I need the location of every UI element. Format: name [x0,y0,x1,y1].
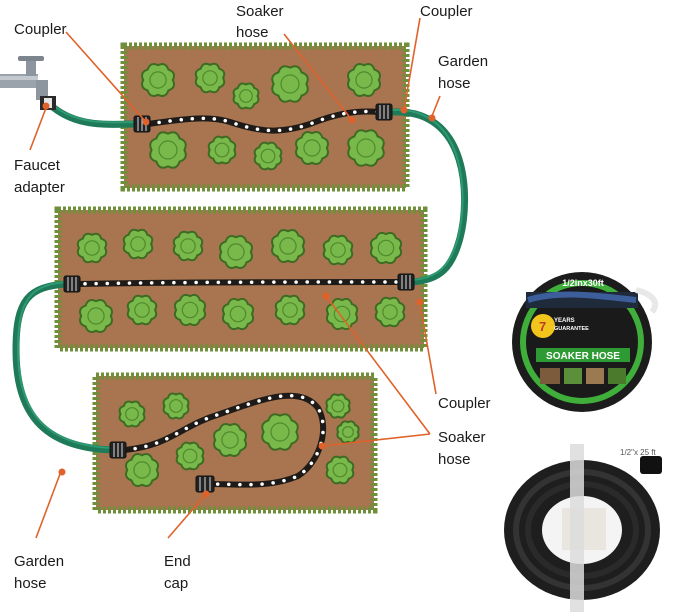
reel-size-label: 1/2inx30ft [562,278,604,288]
plant [126,294,158,326]
label-coupler-right: Coupler [438,395,491,412]
label-end-cap: End cap [164,553,195,592]
label-coupler-top-right: Coupler [420,3,473,20]
plant [322,234,354,266]
product-coil-photo: 1/2"x 25 ft [504,444,662,612]
plant [347,129,385,167]
plant [118,400,146,428]
coupler-bottom-left [109,441,127,459]
plant [271,229,305,263]
plant [253,141,283,171]
plant [271,65,309,103]
plant [141,63,175,97]
soaker-hose [71,108,409,488]
coupler-middle-right [397,273,415,291]
plant [347,63,381,97]
plant [219,235,253,269]
plant [369,231,403,265]
plant [213,423,247,457]
plant [79,299,113,333]
plant [173,293,207,327]
plant [232,82,260,110]
plant [175,441,205,471]
plant [149,131,187,169]
plant [295,131,329,165]
plant [221,297,255,331]
coupler-top-right [375,103,393,121]
label-garden-hose-bottom: Garden hose [14,553,68,592]
plant [374,296,406,328]
coupler-middle-left [63,275,81,293]
plant [194,62,226,94]
plant [207,135,237,165]
product-reel-photo: 1/2inx30ft 7 YEARS GUARANTEE SOAKER HOSE [512,272,659,412]
label-soaker-hose-top: Soaker hose [236,3,288,41]
garden-hose [12,104,469,454]
pointers [29,17,441,539]
plant [122,228,154,260]
plant [76,232,108,264]
label-garden-hose-right: Garden hose [438,53,492,92]
plant [336,420,360,444]
plant [125,453,159,487]
years-label: YEARS [554,318,575,324]
plant [274,294,306,326]
label-coupler-top-left: Coupler [14,21,67,38]
guarantee-label: GUARANTEE [554,326,589,332]
years-number: 7 [539,319,546,334]
coil-tag-label: 1/2"x 25 ft [620,448,657,457]
plants [76,62,406,487]
plant [172,230,204,262]
label-faucet-adapter: Faucet adapter [14,157,65,196]
label-soaker-hose-right: Soaker hose [438,429,490,468]
plant [261,413,299,451]
plant [162,392,190,420]
plant [325,455,355,485]
faucet-icon [0,56,56,110]
end-cap [195,475,215,493]
product-name-label: SOAKER HOSE [546,351,620,362]
plant [325,393,351,419]
